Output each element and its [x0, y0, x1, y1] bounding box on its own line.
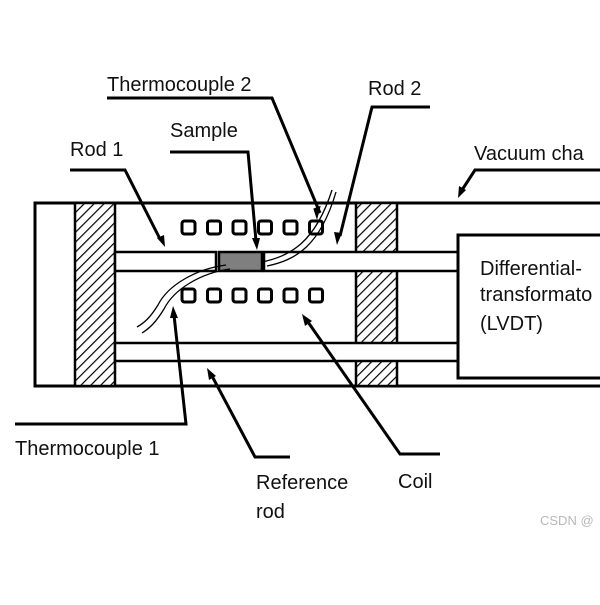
coil-turn-upper-4: [257, 219, 273, 236]
thermocouple-2-wire-b: [266, 191, 337, 267]
coil-turn-lower-1: [180, 287, 197, 304]
vacuum-chamber: [33, 201, 600, 388]
leader-vacuum-chamber: [458, 168, 600, 198]
sample: [217, 250, 264, 273]
leader-sample: [170, 150, 260, 250]
label-thermocouple-1: Thermocouple 1: [15, 438, 160, 460]
rod-1: [113, 250, 218, 273]
coil-upper-row: [180, 219, 324, 236]
rod-2: [262, 250, 460, 273]
coil-turn-lower-3: [231, 287, 248, 304]
watermark: CSDN @: [540, 513, 594, 528]
label-vacuum-chamber: Vacuum cha: [474, 143, 585, 165]
label-thermocouple-2: Thermocouple 2: [107, 74, 252, 96]
label-reference-rod-line-2: rod: [256, 501, 285, 523]
leader-rod-2: [334, 105, 430, 245]
coil-turn-upper-1: [180, 219, 197, 236]
label-rod-1: Rod 1: [70, 139, 123, 161]
leader-thermocouple-2: [107, 96, 322, 220]
coil-turn-lower-5: [282, 287, 299, 304]
left-support-hatched: [73, 201, 117, 388]
coil-turn-lower-2: [206, 287, 222, 304]
label-sample: Sample: [170, 120, 238, 142]
label-lvdt-line-2: transformato: [480, 284, 592, 306]
coil-turn-upper-2: [206, 219, 222, 236]
coil-turn-upper-5: [282, 219, 299, 236]
thermocouple-2-wire-a: [261, 189, 333, 263]
leader-reference-rod: [207, 368, 290, 459]
coil-lower-row: [180, 287, 324, 304]
reference-rod: [113, 341, 460, 363]
coil-turn-lower-6: [308, 287, 324, 304]
leader-coil: [302, 314, 440, 456]
label-rod-2: Rod 2: [368, 78, 421, 100]
thermocouple-1-wire-a: [136, 264, 227, 328]
coil-turn-lower-4: [257, 287, 273, 304]
label-lvdt-line-1: Differential-: [480, 258, 582, 280]
label-lvdt-line-3: (LVDT): [480, 313, 543, 335]
label-reference-rod-line-1: Reference: [256, 472, 348, 494]
coil-turn-upper-3: [231, 219, 248, 236]
leader-thermocouple-1: [15, 306, 188, 426]
lvdt-box: [456, 233, 600, 380]
label-coil: Coil: [398, 471, 432, 493]
leader-rod-1: [70, 168, 165, 247]
thermocouple-1-wire-b: [141, 268, 231, 334]
